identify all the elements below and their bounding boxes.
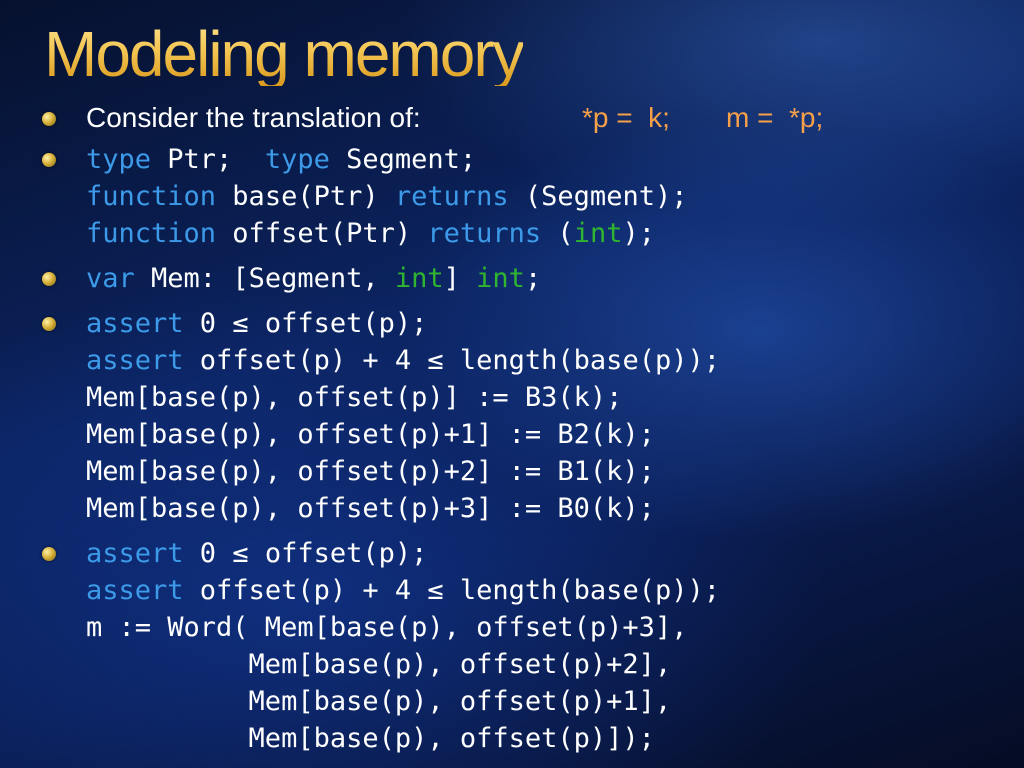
code-text: ); [622,218,655,249]
code-keyword: function [86,218,217,249]
code-text: (Segment); [508,181,688,212]
gold-bullet-icon [42,547,56,561]
code-text: ; [524,263,542,294]
code-keyword: type [86,144,152,175]
code-line-mem-var: var Mem: [Segment, int] int; [86,265,541,292]
code-line-store-b1: Mem[base(p), offset(p)+2] := B1(k); [86,456,655,487]
gold-bullet-icon [42,272,56,286]
code-text: 0 ≤ offset(p); [183,538,428,569]
code-text: 0 ≤ offset(p); [183,308,428,339]
code-line-type-decls: type Ptr; type Segment; [86,146,476,173]
slide-title: Modeling memory [44,18,525,90]
intro-line: Consider the translation of: *p = k; m = *… [86,102,823,133]
code-line-assert-upper: assert offset(p) + 4 ≤ length(base(p)); [86,577,720,604]
code-type: int [476,263,525,294]
code-line-base-fn: function base(Ptr) returns (Segment); [86,183,687,210]
code-text: ( [541,218,574,249]
code-type: int [573,218,623,249]
code-text: offset(p) + 4 ≤ length(base(p)); [183,345,720,376]
code-text: offset(p) + 4 ≤ length(base(p)); [183,575,720,606]
gold-bullet-icon [42,153,56,167]
code-type: int [394,263,444,294]
code-line-word-read: m := Word( Mem[base(p), offset(p)+3], [86,612,688,643]
code-keyword: returns [427,218,542,249]
code-keyword: assert [86,538,184,569]
code-line-assert-upper: assert offset(p) + 4 ≤ length(base(p)); [86,347,720,374]
gold-bullet-icon [42,112,56,126]
code-line-store-b0: Mem[base(p), offset(p)+3] := B0(k); [86,493,655,524]
code-text: Mem: [Segment, [134,263,395,294]
code-keyword: type [264,144,330,175]
code-keyword: function [86,181,217,212]
code-line-assert-lower: assert 0 ≤ offset(p); [86,310,427,337]
code-line-offset-fn: function offset(Ptr) returns (int); [86,220,655,247]
code-line-assert-lower: assert 0 ≤ offset(p); [86,540,427,567]
code-line-word-arg4: Mem[base(p), offset(p)]); [86,723,655,754]
code-line-word-arg2: Mem[base(p), offset(p)+2], [86,649,672,680]
code-line-store-b3: Mem[base(p), offset(p)] := B3(k); [86,382,623,413]
code-text: Ptr; [151,144,265,175]
intro-stmt-assign: *p = k; [582,102,670,133]
intro-stmt-read: m = *p; [726,102,824,133]
code-text: Segment; [329,144,477,175]
code-keyword: assert [86,308,184,339]
code-keyword: assert [86,345,184,376]
intro-label: Consider the translation of: [86,102,421,133]
code-line-store-b2: Mem[base(p), offset(p)+1] := B2(k); [86,419,655,450]
code-text: base(Ptr) [216,181,395,212]
code-keyword: var [86,263,135,294]
code-keyword: assert [86,575,184,606]
code-text: ] [443,263,477,294]
gold-bullet-icon [42,317,56,331]
code-text: offset(Ptr) [216,218,428,249]
code-keyword: returns [394,181,509,212]
code-line-word-arg3: Mem[base(p), offset(p)+1], [86,686,672,717]
